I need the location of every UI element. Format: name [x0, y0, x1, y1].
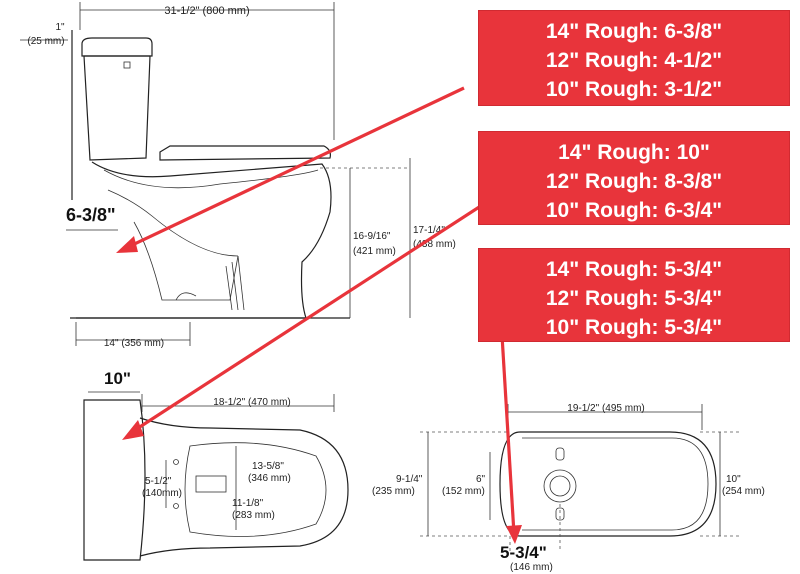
callout-2-line-3: 10" Rough: 6-3/4": [545, 199, 723, 222]
seat-height-mm: (421 mm): [353, 246, 396, 257]
outlet-mm: (346 mm): [248, 473, 291, 484]
top-rough-value: 10": [104, 369, 131, 388]
inner-height-in: 6": [476, 474, 486, 485]
bottom-height-in: 9-1/4": [396, 474, 423, 485]
bottom-width-mm: (254 mm): [722, 486, 765, 497]
callout-3-line-2: 12" Rough: 5-3/4": [545, 287, 723, 310]
callout-3-line-1: 14" Rough: 5-3/4": [545, 258, 723, 281]
top-view: 10" 18-1/2" (470 mm) 5-1/2" (140mm) 13-5…: [83, 369, 349, 561]
tank-gap-mm: (25 mm): [27, 36, 64, 47]
arrow-3-head: [506, 525, 522, 544]
tank-gap-in: 1": [55, 22, 65, 33]
overall-length-label: 31-1/2" (800 mm): [164, 5, 249, 17]
inner-height-mm: (152 mm): [442, 486, 485, 497]
bottom-length-label: 19-1/2" (495 mm): [567, 403, 644, 414]
callout-1-line-1: 14" Rough: 6-3/8": [545, 20, 723, 43]
callout-2-line-2: 12" Rough: 8-3/8": [545, 170, 723, 193]
arrow-1-head: [116, 236, 138, 253]
callout-2-line-1: 14" Rough: 10": [558, 141, 710, 164]
base-depth-label: 14" (356 mm): [104, 338, 164, 349]
callout-1-line-2: 12" Rough: 4-1/2": [545, 49, 723, 72]
side-rough-value: 6-3/8": [66, 205, 116, 225]
bottom-height-mm: (235 mm): [372, 486, 415, 497]
callout-rough-3: 14" Rough: 5-3/4" 12" Rough: 5-3/4" 10" …: [478, 248, 790, 342]
arrow-1: [125, 86, 465, 250]
outlet2-mm: (283 mm): [232, 510, 275, 521]
bottom-width-in: 10": [726, 474, 741, 485]
callout-rough-1: 14" Rough: 6-3/8" 12" Rough: 4-1/2" 10" …: [478, 10, 790, 106]
outlet-in: 13-5/8": [252, 461, 284, 472]
bottom-rough-mm: (146 mm): [510, 562, 553, 573]
bolt-span-mm: (140mm): [142, 488, 182, 499]
seat-height-in: 16-9/16": [353, 231, 391, 242]
callout-1-line-3: 10" Rough: 3-1/2": [545, 78, 723, 101]
arrow-2-head: [122, 420, 144, 440]
bottom-rough-value: 5-3/4": [500, 543, 547, 562]
bowl-length-label: 18-1/2" (470 mm): [213, 397, 290, 408]
callout-rough-2: 14" Rough: 10" 12" Rough: 8-3/8" 10" Rou…: [478, 131, 790, 225]
outlet2-in: 11-1/8": [232, 498, 264, 509]
total-height-in: 17-1/4": [413, 225, 445, 236]
bolt-span-in: 5-1/2": [145, 476, 172, 487]
callout-arrows: [116, 86, 522, 544]
total-height-mm: (438 mm): [413, 239, 456, 250]
side-view: 31-1/2" (800 mm) 1" (25 mm) 6-3/8" 16-9/…: [20, 2, 456, 349]
bottom-view: 19-1/2" (495 mm) 9-1/4" (235 mm) 6" (152…: [372, 403, 765, 573]
callout-3-line-3: 10" Rough: 5-3/4": [545, 316, 723, 339]
arrow-2: [131, 198, 491, 434]
